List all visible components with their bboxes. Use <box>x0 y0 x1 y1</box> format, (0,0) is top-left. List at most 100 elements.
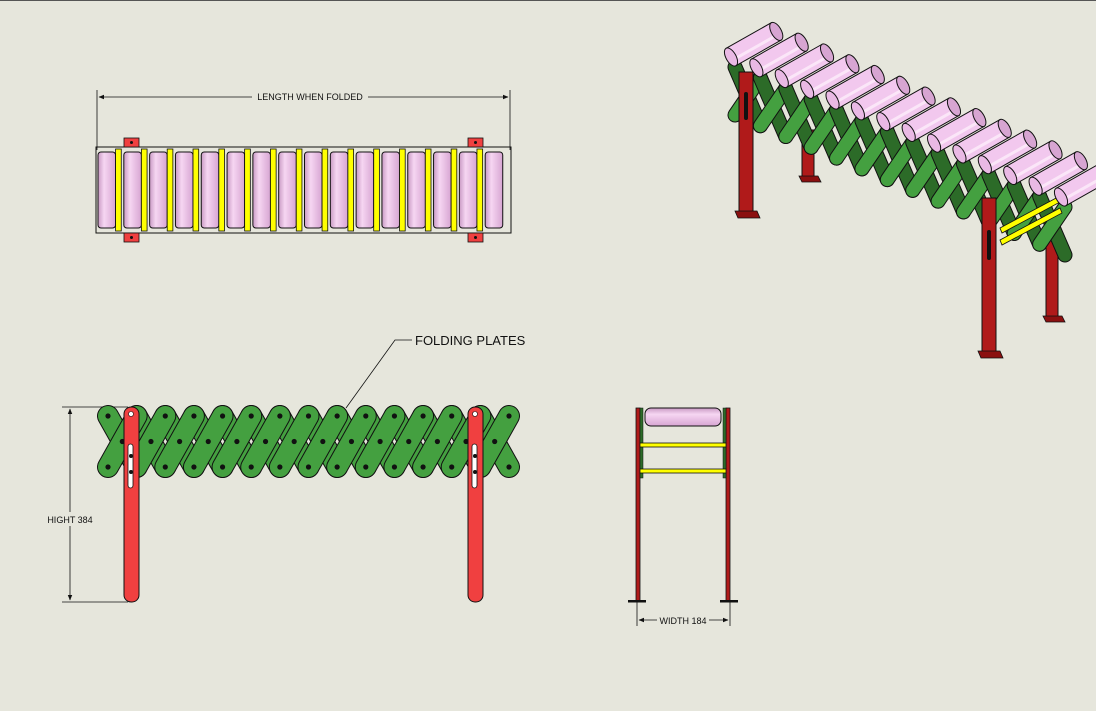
top-roller <box>123 151 142 229</box>
iso-roller-end <box>1048 140 1063 160</box>
roller-highlight <box>1036 162 1084 191</box>
iso-roller-end <box>952 144 967 164</box>
roller-highlight <box>757 43 805 73</box>
plate-pin <box>463 438 469 445</box>
plate-pin <box>219 413 226 419</box>
side-foot-right <box>720 600 738 603</box>
plate-pin <box>105 413 111 419</box>
plate-pin <box>363 464 369 470</box>
top-view: LENGTH WHEN FOLDED <box>95 90 512 243</box>
iso-roller-end <box>876 112 891 132</box>
roller-highlight <box>909 108 957 137</box>
iso-roller-end <box>769 21 784 41</box>
iso-roller-end <box>972 108 987 128</box>
top-shaft <box>321 148 329 232</box>
roller-highlight <box>782 54 830 83</box>
plate-pin <box>434 438 440 445</box>
iso-roller-end <box>794 32 809 52</box>
side-view: WIDTH 184 <box>628 407 738 626</box>
folding-plates <box>97 405 520 478</box>
iso-roller-end <box>997 118 1012 138</box>
iso-roller-end <box>896 75 911 95</box>
side-leg-left <box>635 407 641 602</box>
top-shaft <box>270 148 277 232</box>
top-frame <box>95 146 512 234</box>
plate-pin <box>277 413 283 419</box>
iso-roller-end <box>723 47 739 67</box>
folding-plates-label: FOLDING PLATES <box>415 333 526 348</box>
leg-pin <box>472 411 478 417</box>
plate-pin <box>449 413 455 419</box>
side-foot-left <box>628 600 646 603</box>
iso-front-legs <box>734 71 1004 359</box>
iso-shaft <box>999 207 1063 246</box>
top-shaft <box>244 148 251 232</box>
iso-roller-end <box>927 133 942 153</box>
side-shaft-upper <box>639 442 727 448</box>
side-shaft-lower <box>639 468 727 474</box>
top-roller <box>304 151 323 229</box>
top-shaft <box>218 148 225 232</box>
front-leg-left <box>123 406 140 603</box>
iso-leg-front-right <box>981 197 997 355</box>
plate-pin <box>305 464 312 470</box>
leg-pin <box>473 470 477 474</box>
plate-pin <box>177 438 183 445</box>
plate-pin <box>492 438 498 445</box>
top-roller <box>226 151 246 229</box>
iso-roller-end <box>1073 151 1088 171</box>
leg-pin <box>129 470 133 474</box>
plate-pin <box>334 464 340 470</box>
top-rollers <box>97 137 504 243</box>
front-view: HIGHT 384 FOLDING PLATES <box>44 333 526 603</box>
roller-highlight <box>1061 179 1096 202</box>
side-leg-right <box>725 407 731 602</box>
top-shaft <box>166 148 174 232</box>
top-roller <box>200 151 220 229</box>
plate-pin <box>219 464 226 470</box>
top-roller <box>174 151 194 229</box>
plate-pin <box>248 413 254 419</box>
iso-roller-end <box>1053 187 1069 207</box>
plate-pin <box>162 464 168 470</box>
plate-pin <box>305 413 312 419</box>
top-roller <box>484 151 504 229</box>
plate-pin <box>162 413 168 419</box>
plate-pin <box>205 438 211 445</box>
leg-slot <box>127 443 134 489</box>
plate-pin <box>320 438 326 445</box>
iso-roller-end <box>870 64 885 85</box>
top-roller <box>252 151 271 229</box>
height-label-bg <box>44 512 96 526</box>
top-shaft <box>140 148 148 232</box>
width-dimension-label: WIDTH 184 <box>659 616 706 626</box>
bracket-bolt <box>130 141 133 144</box>
top-shaft <box>476 148 484 232</box>
top-roller <box>433 151 452 229</box>
roller-highlight <box>833 76 881 105</box>
top-roller <box>278 151 297 229</box>
leg-slot <box>987 230 991 260</box>
plate-pin <box>191 413 197 419</box>
top-roller <box>97 151 117 229</box>
top-shaft <box>115 148 122 232</box>
iso-foot <box>977 350 1004 359</box>
plate-pin <box>234 438 240 445</box>
side-roller <box>644 407 722 427</box>
iso-roller-end <box>1003 165 1018 186</box>
roller-highlight <box>858 87 906 116</box>
top-roller <box>458 151 478 229</box>
width-label-bg <box>657 614 709 626</box>
iso-foot <box>734 210 761 219</box>
bracket-bolt <box>474 141 477 144</box>
top-shaft <box>373 148 380 232</box>
iso-foot <box>798 175 822 183</box>
top-shaft <box>450 148 458 232</box>
plate-pin <box>420 413 426 419</box>
iso-roller-end <box>825 90 840 110</box>
plate-pin <box>406 438 412 445</box>
top-roller <box>381 151 400 229</box>
top-shaft <box>192 148 200 232</box>
iso-roller-end <box>977 155 992 175</box>
